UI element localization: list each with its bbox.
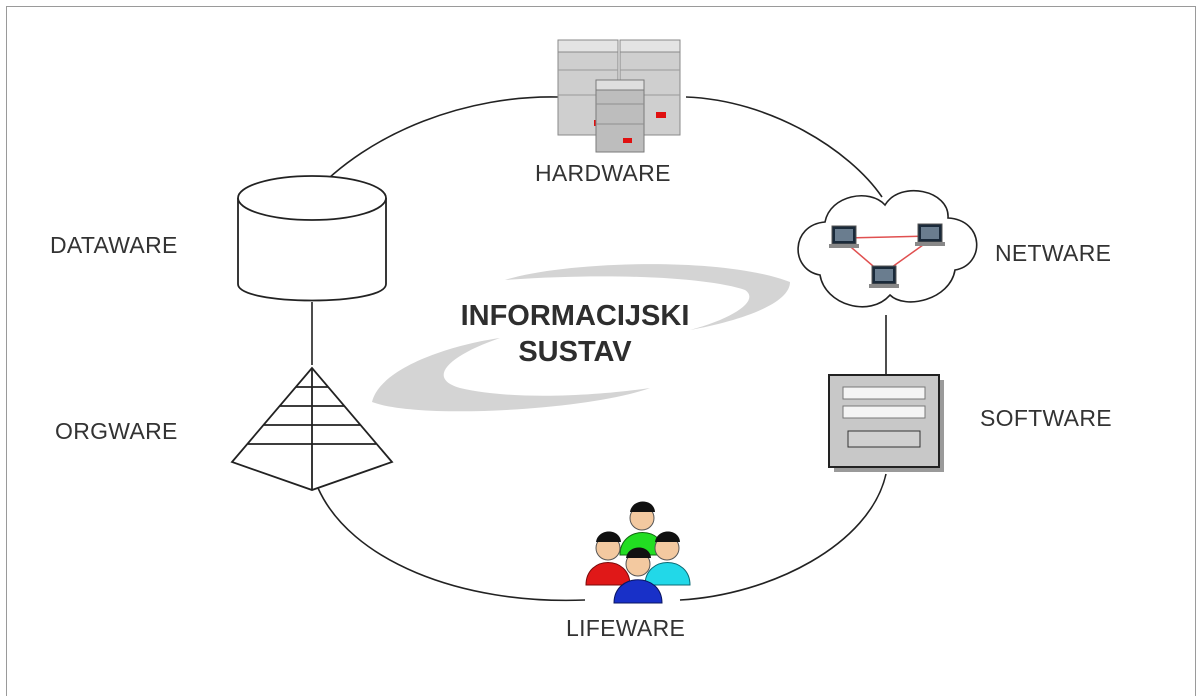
software-window-icon (828, 374, 944, 472)
network-cloud-icon (797, 189, 978, 308)
people-group-icon (585, 501, 691, 604)
computer-icon (915, 223, 945, 246)
label-orgware: ORGWARE (55, 418, 178, 444)
label-netware: NETWARE (995, 240, 1112, 266)
swirl-decoration (372, 264, 790, 412)
center-title-line-2: SUSTAV (518, 336, 632, 368)
label-dataware: DATAWARE (50, 232, 178, 258)
person-blue (613, 547, 663, 604)
computer-icon (869, 265, 899, 288)
connector-dataware-hardware (309, 96, 559, 198)
computer-icon (829, 225, 859, 248)
person-cyan (644, 531, 691, 586)
label-software: SOFTWARE (980, 405, 1112, 431)
pyramid-icon (230, 366, 394, 491)
label-lifeware: LIFEWARE (566, 615, 686, 641)
connector-hardware-netware (685, 96, 883, 198)
connector-software-lifeware (679, 473, 887, 601)
connector-lifeware-orgware (317, 487, 586, 602)
person-green (619, 501, 666, 556)
database-cylinder-icon (237, 175, 387, 302)
person-red (585, 531, 631, 586)
server-unit (595, 79, 645, 153)
label-hardware: HARDWARE (535, 160, 671, 186)
center-title-line-1: INFORMACIJSKI (460, 300, 690, 332)
center-title: INFORMACIJSKI SUSTAV (405, 298, 745, 370)
server-stack-icon (557, 39, 681, 153)
cycle-connectors (309, 96, 887, 602)
